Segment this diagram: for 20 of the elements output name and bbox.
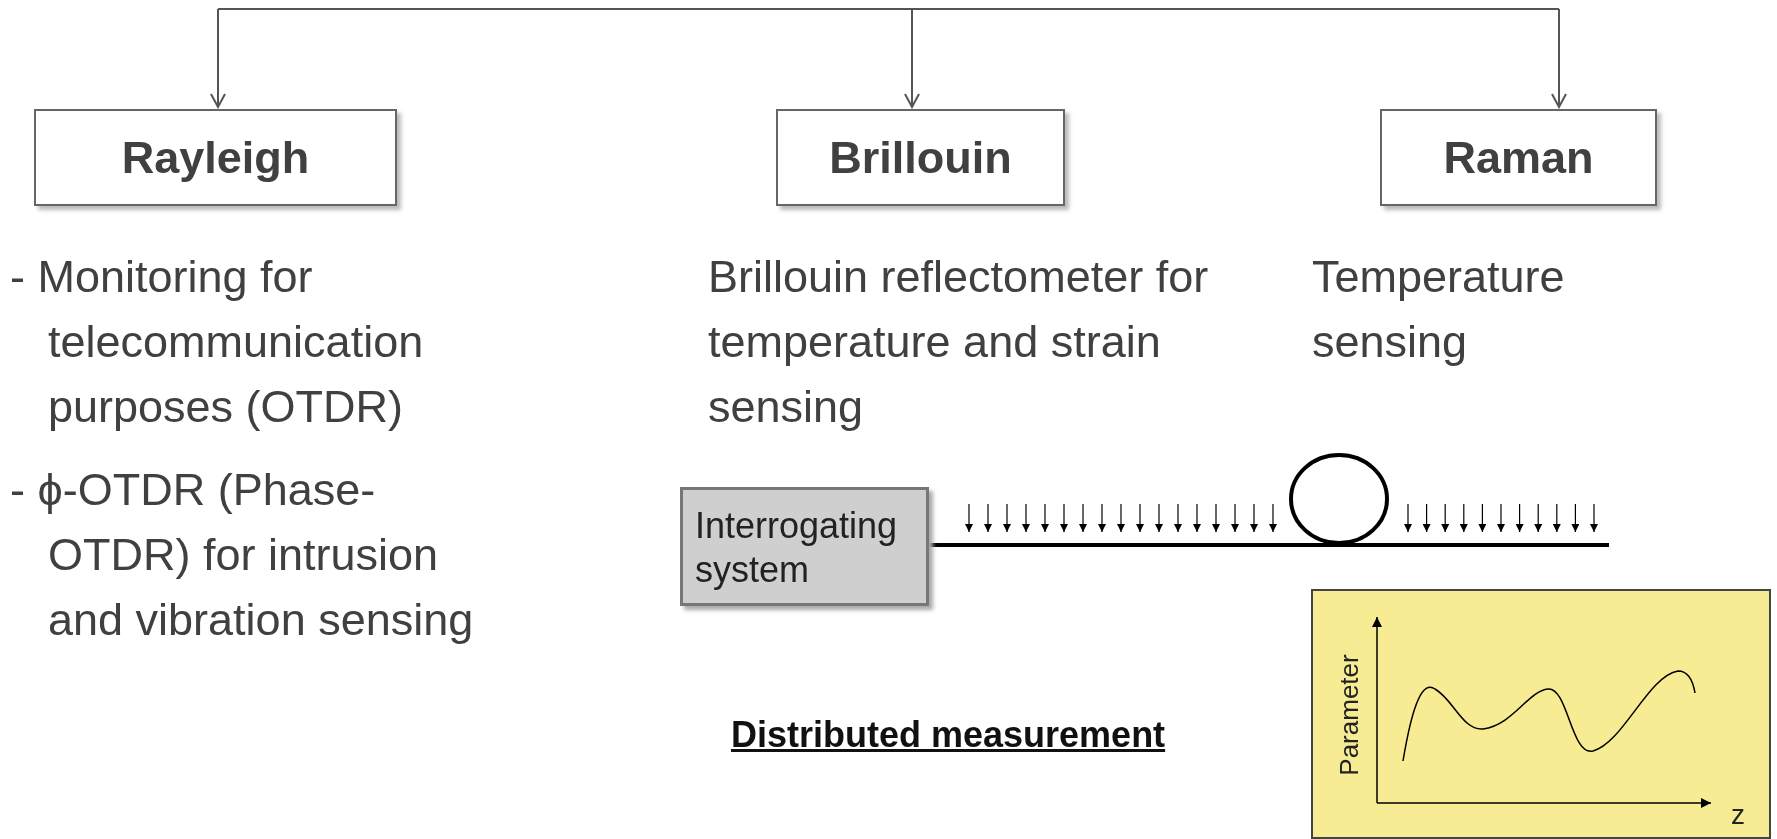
system-box <box>680 487 929 606</box>
arrow <box>1551 8 1567 108</box>
category-box <box>1380 109 1657 206</box>
chart-panel <box>1311 589 1771 839</box>
box-text: Interrogating system <box>695 505 898 590</box>
category-box <box>776 109 1065 206</box>
connector-line <box>217 8 1560 10</box>
description-text: Brillouin reflectometer for temperature and strain sensing <box>708 250 1210 434</box>
arrow <box>904 8 920 108</box>
arrow <box>210 8 226 108</box>
bullet-text: - Monitoring for telecommunication purposes (OTDR) <box>10 250 425 434</box>
category-title: Rayleigh <box>121 131 310 184</box>
heading-text: Distributed measurement <box>731 714 1166 756</box>
category-title: Raman <box>1443 131 1594 184</box>
category-title: Brillouin <box>829 131 1012 184</box>
description-text: Temperature sensing <box>1312 250 1566 369</box>
axis-label: z <box>1731 799 1745 831</box>
category-box <box>34 109 397 206</box>
bullet-text: - ϕ-OTDR (Phase-OTDR) for intrusion and vibration sensing <box>10 463 475 647</box>
axis-label: Parameter <box>1333 654 1365 776</box>
